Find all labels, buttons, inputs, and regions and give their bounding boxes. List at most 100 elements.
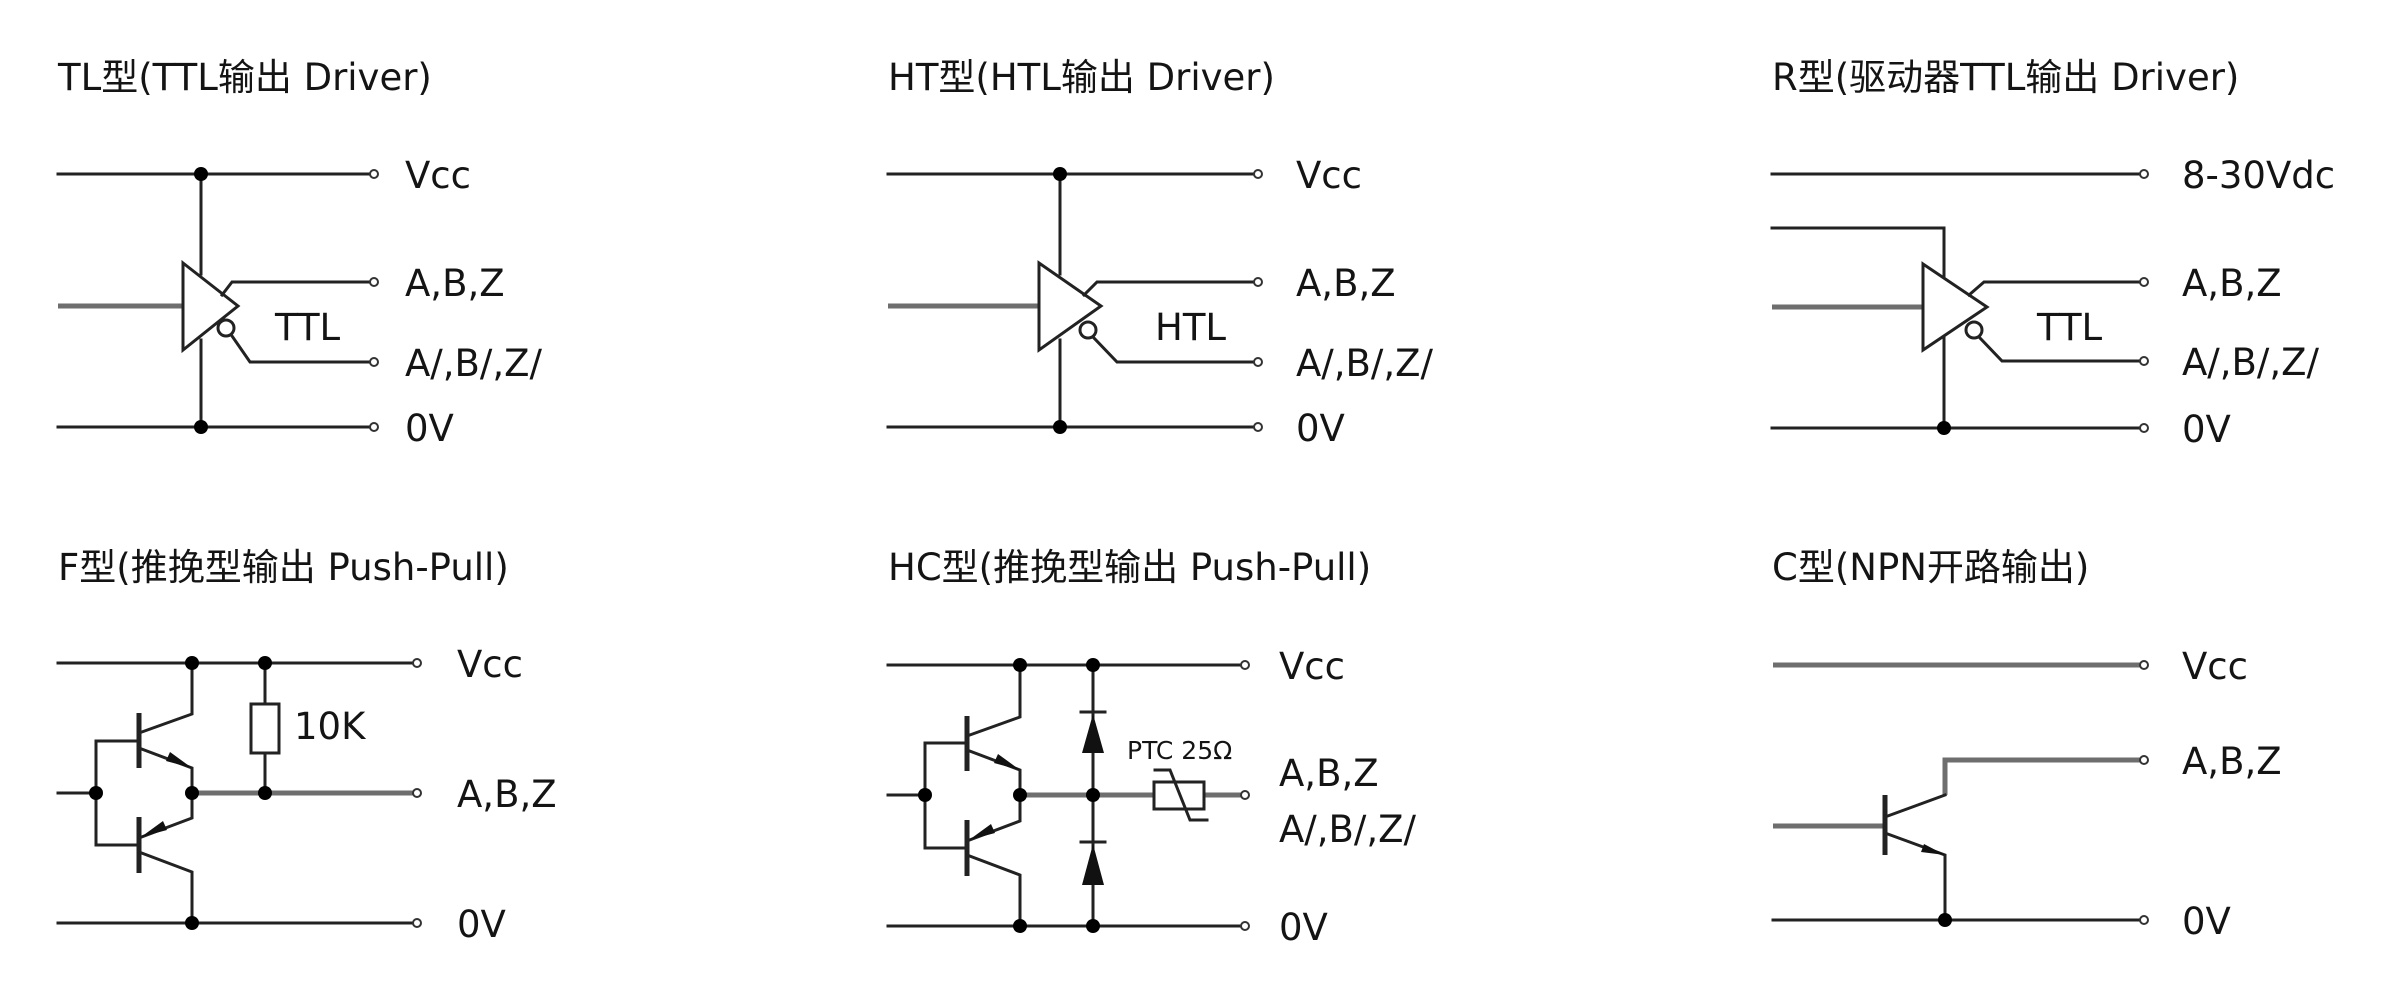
terminal-0v (1240, 921, 1250, 931)
junction-dot (1086, 658, 1100, 672)
abz-output-wire (1966, 280, 2142, 298)
diagram-hc: HC型(推挽型输出 Push-Pull) PTC 25Ω (886, 546, 1416, 949)
diagram-title: HT型(HTL输出 Driver) (888, 56, 1275, 99)
emitter-wire (137, 791, 194, 840)
diagram-c: C型(NPN开路输出) Vcc A,B,Z 0V (1771, 546, 2282, 943)
junction-dot (1937, 421, 1951, 435)
terminal-label-abz: A,B,Z (2182, 262, 2282, 305)
junction-dot (194, 167, 208, 181)
terminal-label-0v: 0V (457, 903, 506, 946)
driver-label: HTL (1155, 306, 1226, 349)
terminal-abz (369, 277, 379, 287)
terminal-abz (1253, 277, 1263, 287)
terminal-vcc (412, 658, 422, 668)
terminal-supply (2139, 169, 2149, 179)
terminal-label-0v: 0V (2182, 900, 2231, 943)
junction-dot (194, 420, 208, 434)
terminal-vcc (2139, 660, 2149, 670)
inverted-output-wire (1977, 335, 2142, 363)
terminal-label-abz: A,B,Z (1279, 752, 1379, 795)
terminal-label-vcc: Vcc (457, 643, 523, 686)
terminal-label-0v: 0V (1279, 906, 1328, 949)
junction-dot (1013, 788, 1027, 802)
emitter-wire (1883, 831, 1947, 922)
terminal-abz-inverted (369, 357, 379, 367)
terminal-0v (369, 422, 379, 432)
collector-wire (965, 663, 1022, 738)
terminal-label-vcc: Vcc (2182, 645, 2248, 688)
terminal-label-abz-inverted: A/,B/,Z/ (2182, 341, 2319, 384)
junction-dot (89, 786, 103, 800)
diagram-title: R型(驱动器TTL输出 Driver) (1772, 56, 2239, 99)
terminal-vcc (1253, 169, 1263, 179)
terminal-label-abz-inverted: A/,B/,Z/ (405, 342, 542, 385)
inverter-bubble (216, 318, 236, 338)
terminal-abz-inverted (1253, 357, 1263, 367)
junction-dot (1053, 420, 1067, 434)
ptc-thermistor-slash (1153, 768, 1209, 822)
collector-wire (965, 853, 1022, 928)
terminal-label-0v: 0V (2182, 408, 2231, 451)
terminal-label-abz-inverted: A/,B/,Z/ (1296, 342, 1433, 385)
terminal-vcc (369, 169, 379, 179)
junction-dot (1013, 919, 1027, 933)
collector-wire (137, 661, 194, 735)
emitter-arrow-icon (1921, 844, 1945, 855)
terminal-abz (2139, 755, 2149, 765)
junction-dot (185, 786, 199, 800)
terminal-label-abz: A,B,Z (2182, 740, 2282, 783)
diagram-f: F型(推挽型输出 Push-Pull) 10K Vcc A,B,Z (56, 546, 557, 946)
ptc-thermistor-symbol (1152, 780, 1206, 811)
abz-output-wire (1081, 280, 1256, 298)
inverter-bubble (1964, 320, 1984, 340)
driver-supply-wire (1770, 226, 1946, 278)
junction-dot (185, 916, 199, 930)
terminal-label-abz: A,B,Z (405, 262, 505, 305)
collector-output-wire (1942, 757, 2140, 795)
resistor-symbol (249, 702, 281, 755)
emitter-wire (965, 748, 1022, 797)
line-driver-symbol (1921, 261, 1990, 353)
terminal-label-0v: 0V (1296, 407, 1345, 450)
terminal-0v (1253, 422, 1263, 432)
diode-up-icon (1082, 844, 1104, 885)
diagram-tl: TL型(TTL输出 Driver) TTL Vcc A,B,Z A/,B/,Z/… (56, 56, 542, 450)
inverter-bubble (1078, 320, 1098, 340)
emitter-wire (137, 746, 194, 795)
emitter-arrow-icon (969, 824, 995, 840)
diagram-title: HC型(推挽型输出 Push-Pull) (888, 546, 1371, 589)
terminal-0v (2139, 423, 2149, 433)
terminal-0v (412, 918, 422, 928)
terminal-label-0v: 0V (405, 407, 454, 450)
resistor-label: 10K (294, 705, 367, 748)
junction-dot (185, 656, 199, 670)
inverted-output-wire (1091, 335, 1256, 364)
terminal-abz-inverted (2139, 356, 2149, 366)
terminal-label-supply: 8-30Vdc (2182, 154, 2335, 197)
collector-wire (1883, 793, 1947, 819)
driver-label: TTL (2036, 306, 2103, 349)
abz-output-wire (219, 280, 372, 298)
diagram-ht: HT型(HTL输出 Driver) HTL Vcc A,B,Z A/,B/,Z/… (886, 56, 1433, 450)
emitter-arrow-icon (166, 752, 192, 768)
junction-dot (1013, 658, 1027, 672)
collector-wire (137, 850, 194, 925)
junction-dot (918, 788, 932, 802)
junction-dot (258, 656, 272, 670)
emitter-wire (965, 793, 1022, 843)
emitter-arrow-icon (141, 821, 167, 837)
junction-dot (1086, 788, 1100, 802)
terminal-vcc (1240, 660, 1250, 670)
terminal-label-abz-inverted: A/,B/,Z/ (1279, 808, 1416, 851)
terminal-abz (2139, 277, 2149, 287)
diagram-title: TL型(TTL输出 Driver) (57, 56, 432, 99)
junction-dot (1938, 913, 1952, 927)
diode-up-icon (1082, 714, 1104, 753)
emitter-arrow-icon (994, 754, 1020, 770)
terminal-label-vcc: Vcc (1296, 154, 1362, 197)
terminal-label-abz: A,B,Z (457, 773, 557, 816)
junction-dot (1086, 919, 1100, 933)
terminal-label-vcc: Vcc (1279, 645, 1345, 688)
driver-label: TTL (274, 306, 341, 349)
diagram-title: F型(推挽型输出 Push-Pull) (58, 546, 509, 589)
